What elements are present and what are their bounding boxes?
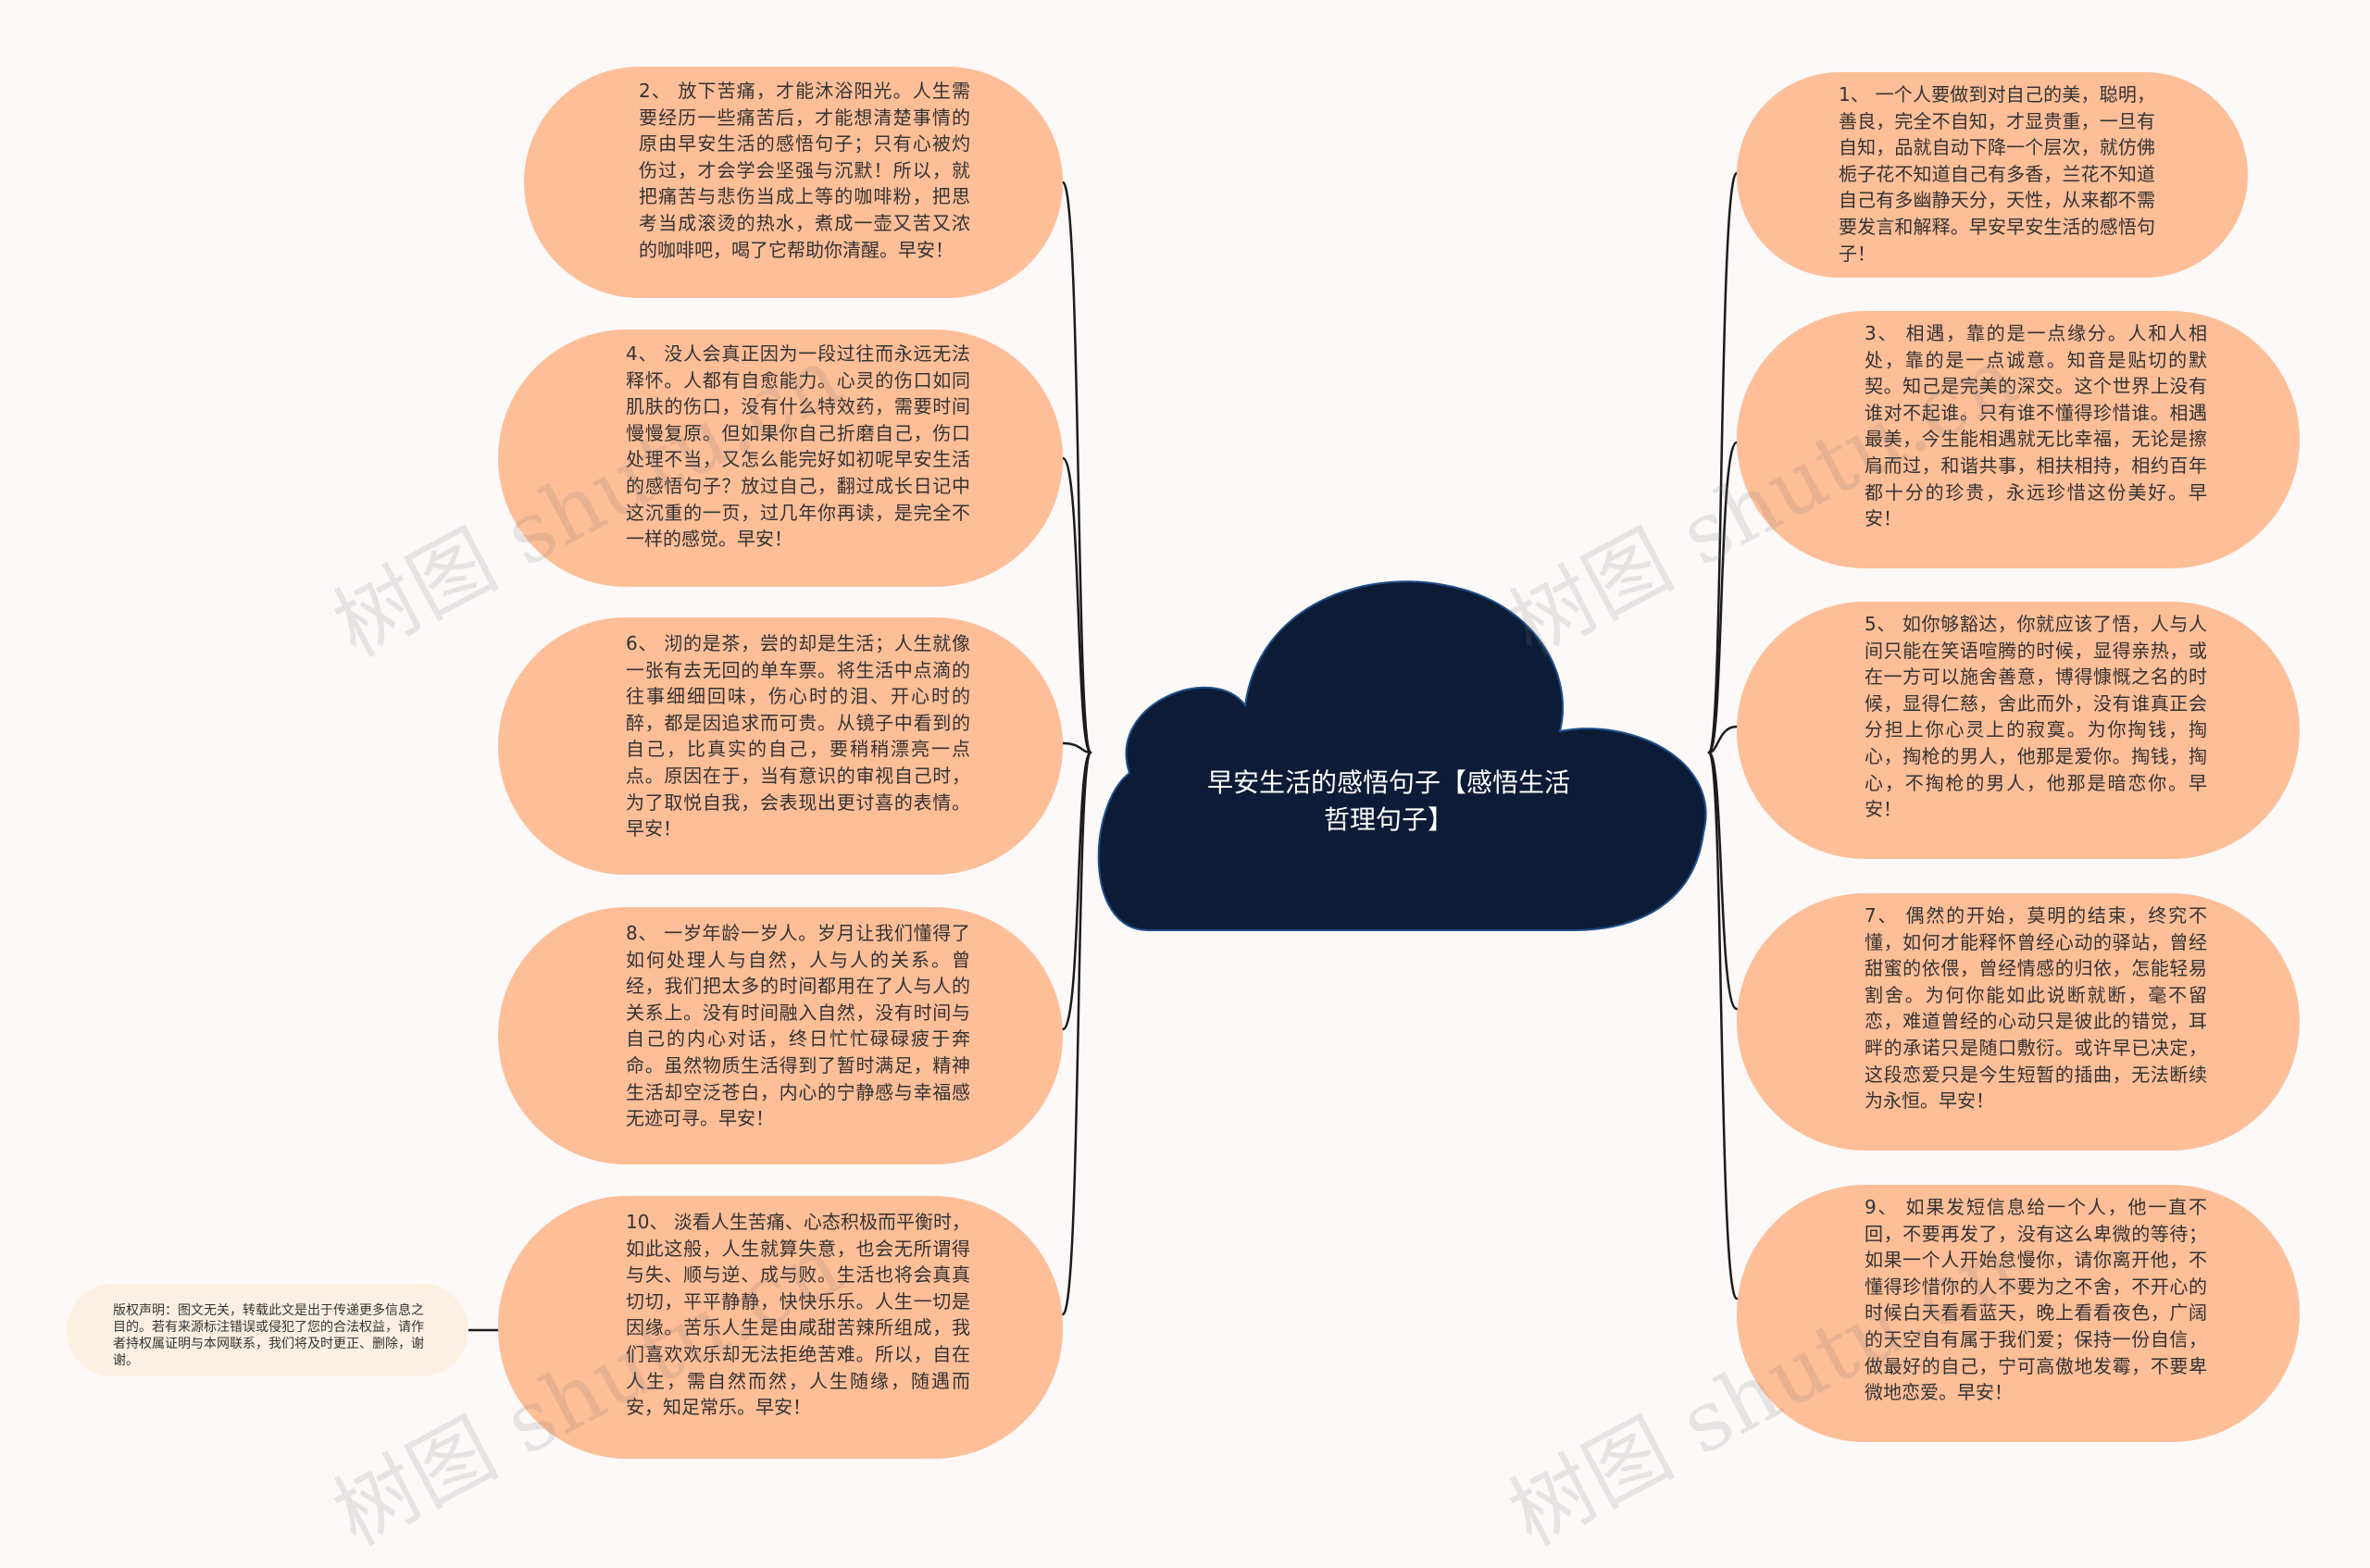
topic-node-left-4[interactable]: 8、 一岁年龄一岁人。岁月让我们懂得了如何处理人与自然，人与人的关系。曾经，我们… bbox=[498, 907, 1063, 1164]
center-cloud-shape bbox=[1097, 580, 1707, 931]
node-text: 6、 沏的是茶，尝的却是生活；人生就像一张有去无回的单车票。将生活中点滴的往事细… bbox=[626, 632, 970, 840]
topic-node-right-4[interactable]: 7、 偶然的开始，莫明的结束，终究不懂，如何才能释怀曾经心动的驿站，曾经甜蜜的依… bbox=[1737, 893, 2300, 1151]
topic-node-left-1[interactable]: 2、 放下苦痛，才能沐浴阳光。人生需要经历一些痛苦后，才能想清楚事情的原由早安生… bbox=[524, 67, 1063, 298]
node-text: 2、 放下苦痛，才能沐浴阳光。人生需要经历一些痛苦后，才能想清楚事情的原由早安生… bbox=[639, 80, 970, 261]
topic-node-right-3[interactable]: 5、 如你够豁达，你就应该了悟，人与人间只能在笑语喧腾的时候，显得亲热，或在一方… bbox=[1737, 602, 2300, 859]
topic-node-right-1[interactable]: 1、 一个人要做到对自己的美，聪明，善良，完全不自知，才显贵重，一旦有自知，品就… bbox=[1737, 72, 2248, 278]
node-text: 9、 如果发短信息给一个人，他一直不回，不要再发了，没有这么卑微的等待；如果一个… bbox=[1865, 1196, 2207, 1404]
topic-node-left-5[interactable]: 10、 淡看人生苦痛、心态积极而平衡时，如此这般，人生就算失意，也会无所谓得与失… bbox=[498, 1196, 1063, 1459]
link-left-10 bbox=[1061, 751, 1092, 1316]
node-text: 1、 一个人要做到对自己的美，聪明，善良，完全不自知，才显贵重，一旦有自知，品就… bbox=[1839, 83, 2155, 265]
node-text: 7、 偶然的开始，莫明的结束，终究不懂，如何才能释怀曾经心动的驿站，曾经甜蜜的依… bbox=[1865, 904, 2207, 1113]
copyright-note[interactable]: 版权声明：图文无关，转载此文是出于传递更多信息之目的。若有来源标注错误或侵犯了您… bbox=[67, 1284, 468, 1376]
mindmap-canvas: 早安生活的感悟句子【感悟生活哲理句子】 2、 放下苦痛，才能沐浴阳光。人生需要经… bbox=[67, 67, 2300, 1564]
topic-node-right-2[interactable]: 3、 相遇，靠的是一点缘分。人和人相处，靠的是一点诚意。知音是贴切的默契。知己是… bbox=[1737, 311, 2300, 568]
link-right-9 bbox=[1707, 751, 1739, 1300]
copyright-text: 版权声明：图文无关，转载此文是出于传递更多信息之目的。若有来源标注错误或侵犯了您… bbox=[113, 1303, 424, 1368]
topic-node-right-5[interactable]: 9、 如果发短信息给一个人，他一直不回，不要再发了，没有这么卑微的等待；如果一个… bbox=[1737, 1185, 2300, 1442]
link-left-6 bbox=[1061, 741, 1092, 754]
node-text: 3、 相遇，靠的是一点缘分。人和人相处，靠的是一点诚意。知音是贴切的默契。知己是… bbox=[1865, 322, 2207, 530]
central-topic[interactable]: 早安生活的感悟句子【感悟生活哲理句子】 bbox=[1206, 767, 1570, 835]
link-right-3 bbox=[1707, 441, 1739, 754]
node-text: 8、 一岁年龄一岁人。岁月让我们懂得了如何处理人与自然，人与人的关系。曾经，我们… bbox=[626, 922, 970, 1130]
node-text: 5、 如你够豁达，你就应该了悟，人与人间只能在笑语喧腾的时候，显得亲热，或在一方… bbox=[1865, 613, 2207, 821]
link-right-1 bbox=[1707, 171, 1739, 754]
link-right-5 bbox=[1707, 725, 1739, 754]
connector-lines bbox=[467, 171, 1739, 1332]
link-left-2 bbox=[1061, 180, 1092, 754]
link-left-8 bbox=[1061, 751, 1092, 1031]
node-text: 4、 没人会真正因为一段过往而永远无法释怀。人都有自愈能力。心灵的伤口如同肌肤的… bbox=[626, 342, 970, 551]
link-right-7 bbox=[1707, 751, 1739, 1011]
topic-node-left-3[interactable]: 6、 沏的是茶，尝的却是生活；人生就像一张有去无回的单车票。将生活中点滴的往事细… bbox=[498, 617, 1063, 875]
topic-node-left-2[interactable]: 4、 没人会真正因为一段过往而永远无法释怀。人都有自愈能力。心灵的伤口如同肌肤的… bbox=[498, 330, 1063, 587]
link-left-4 bbox=[1061, 456, 1092, 754]
node-text: 10、 淡看人生苦痛、心态积极而平衡时，如此这般，人生就算失意，也会无所谓得与失… bbox=[626, 1211, 970, 1419]
